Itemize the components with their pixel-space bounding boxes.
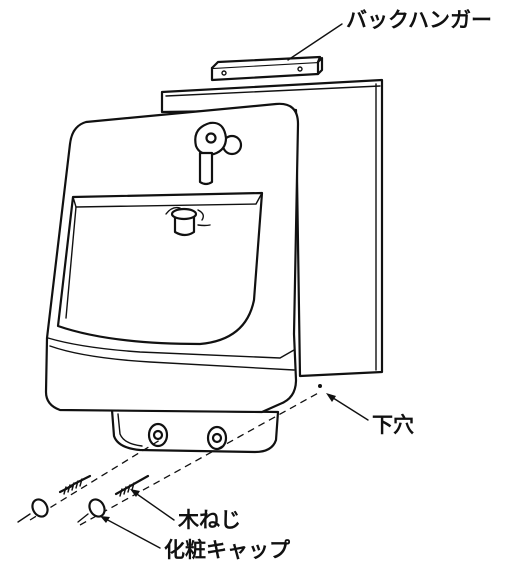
back-hanger-label: バックハンガー <box>346 8 492 32</box>
pilot-hole-label: 下穴 <box>372 413 414 437</box>
decorative-cap-2 <box>77 498 106 523</box>
wood-screw-label: 木ねじ <box>177 508 241 532</box>
mounting-box <box>110 408 280 454</box>
leader-lines <box>100 23 369 549</box>
faucet <box>194 121 243 186</box>
washbasin-unit <box>44 102 300 414</box>
decorative-cap-label: 化粧キャップ <box>164 538 291 562</box>
drain <box>165 206 211 237</box>
wood-screw-1 <box>58 474 92 495</box>
back-hanger <box>210 55 324 82</box>
decorative-cap-1 <box>17 498 49 523</box>
wood-screw-2 <box>114 474 150 497</box>
installation-guides <box>29 384 322 526</box>
back-panel <box>160 78 384 378</box>
